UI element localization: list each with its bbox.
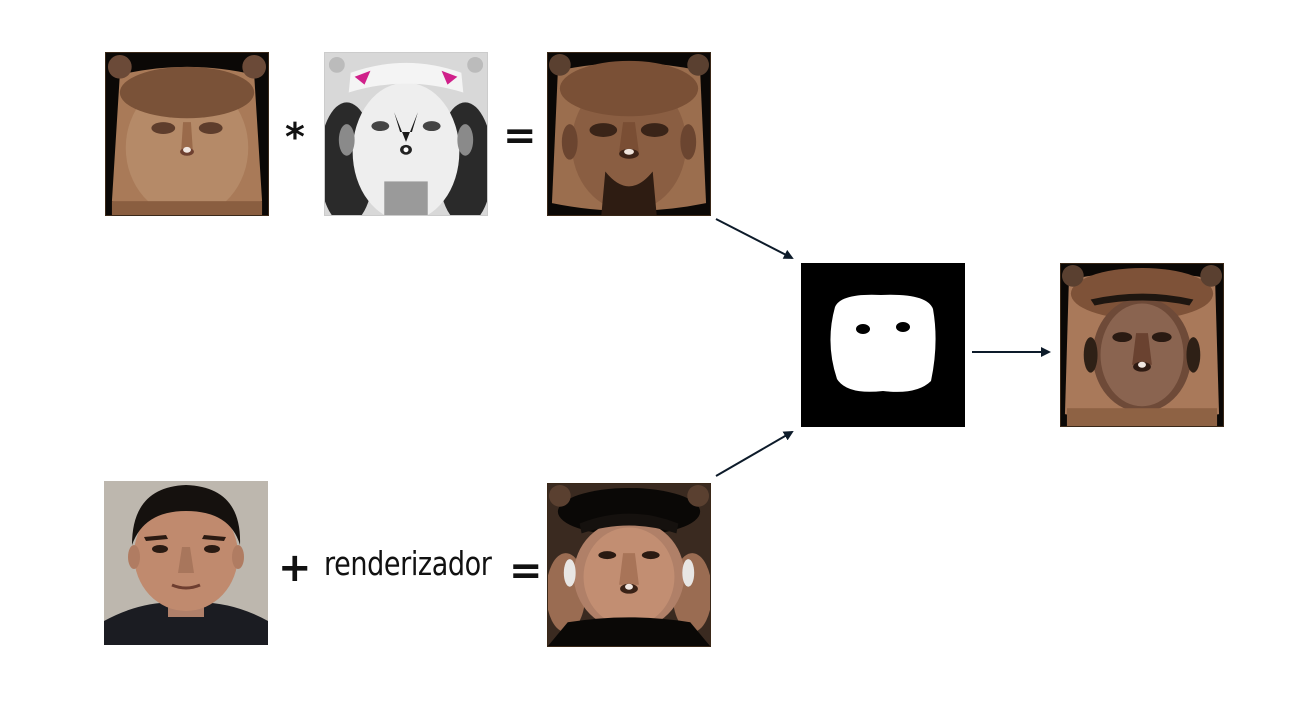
final-texture-image [1060, 263, 1224, 427]
base-uv-texture-image [105, 52, 269, 216]
input-face-photo [104, 481, 268, 645]
shaded-texture-image [547, 52, 711, 216]
equals-operator-bottom: = [509, 548, 543, 594]
multiply-operator: * [285, 115, 305, 159]
rendered-texture-image [547, 483, 711, 647]
arrow-shaded-to-mask [715, 218, 794, 259]
arrow-rendered-to-mask [715, 430, 794, 477]
equals-operator-top: = [503, 113, 537, 159]
plus-operator: + [278, 545, 312, 591]
shading-map-image [324, 52, 488, 216]
renderer-label: renderizador [324, 544, 492, 583]
blend-mask-image [801, 263, 965, 427]
